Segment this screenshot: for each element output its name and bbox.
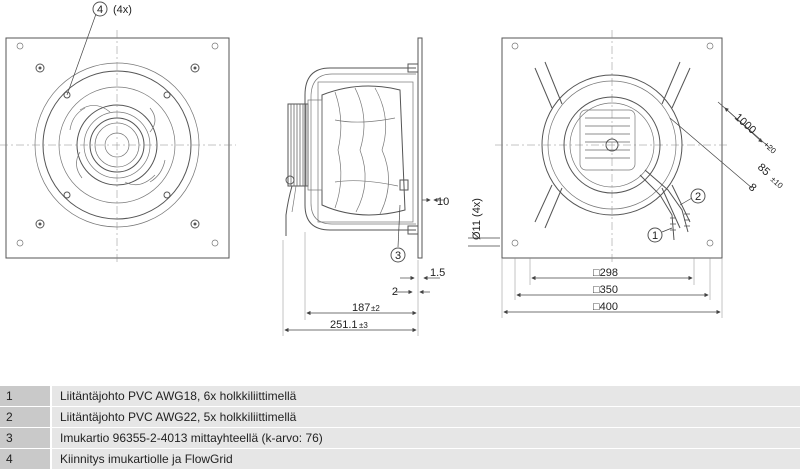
legend-number: 3 [0, 427, 51, 449]
callout-4-label: 4 [97, 4, 103, 16]
dim-85: 85 [755, 161, 772, 178]
front-view: 4 (4x) [0, 1, 236, 262]
dim-2: 2 [392, 286, 398, 298]
legend-number: 2 [0, 406, 51, 428]
dim-1000-tol: +20 [762, 140, 779, 156]
dim-400: □400 [593, 301, 618, 313]
dim-1-5: 1.5 [430, 267, 445, 279]
legend-text: Liitäntäjohto PVC AWG18, 6x holkkiliitti… [50, 386, 800, 407]
callout-3 [390, 247, 406, 263]
mounting-holes [16, 42, 219, 247]
legend-row: 3 Imukartio 96355-2-4013 mittayhteellä (… [0, 427, 800, 449]
legend-row: 1 Liitäntäjohto PVC AWG18, 6x holkkiliit… [0, 386, 800, 407]
callout-1 [647, 227, 663, 243]
legend-text: Kiinnitys imukartiolle ja FlowGrid [50, 448, 800, 470]
dim-8: 8 [746, 181, 759, 194]
legend-number: 1 [0, 386, 51, 407]
legend-text: Imukartio 96355-2-4013 mittayhteellä (k-… [50, 427, 800, 449]
hole-dimension: Ø11 (4x) [468, 198, 500, 247]
callout-4-qty: (4x) [113, 4, 132, 16]
callout-2-label: 2 [695, 191, 701, 203]
callout-1-label: 1 [652, 230, 658, 242]
callout-4 [92, 1, 108, 17]
rear-view: 1 2 1000 +20 85 ±10 8 □298 □350 □400 [495, 30, 785, 318]
dim-85-tol: ±10 [769, 175, 785, 191]
dim-1000: 1000 [732, 111, 758, 136]
legend-row: 4 Kiinnitys imukartiolle ja FlowGrid [0, 448, 800, 470]
dim-298: □298 [593, 267, 618, 279]
legend-row: 2 Liitäntäjohto PVC AWG22, 5x holkkiliit… [0, 406, 800, 428]
technical-drawing: 4 (4x) [0, 1, 785, 336]
dim-187-tol: ±2 [371, 304, 380, 313]
legend-table: 1 Liitäntäjohto PVC AWG18, 6x holkkiliit… [0, 386, 800, 470]
callout-3-label: 3 [395, 250, 401, 262]
dim-350: □350 [593, 284, 618, 296]
dim-10: 10 [437, 196, 449, 208]
side-view: 10 3 1.5 2 187 ±2 251.1 ±3 [282, 37, 449, 336]
legend-text: Liitäntäjohto PVC AWG22, 5x holkkiliitti… [50, 406, 800, 428]
callout-2 [690, 188, 706, 204]
dim-11: Ø11 (4x) [471, 198, 483, 240]
dim-251: 251.1 [330, 319, 358, 331]
legend-number: 4 [0, 448, 51, 470]
dim-251-tol: ±3 [359, 321, 368, 330]
dim-187: 187 [352, 302, 370, 314]
